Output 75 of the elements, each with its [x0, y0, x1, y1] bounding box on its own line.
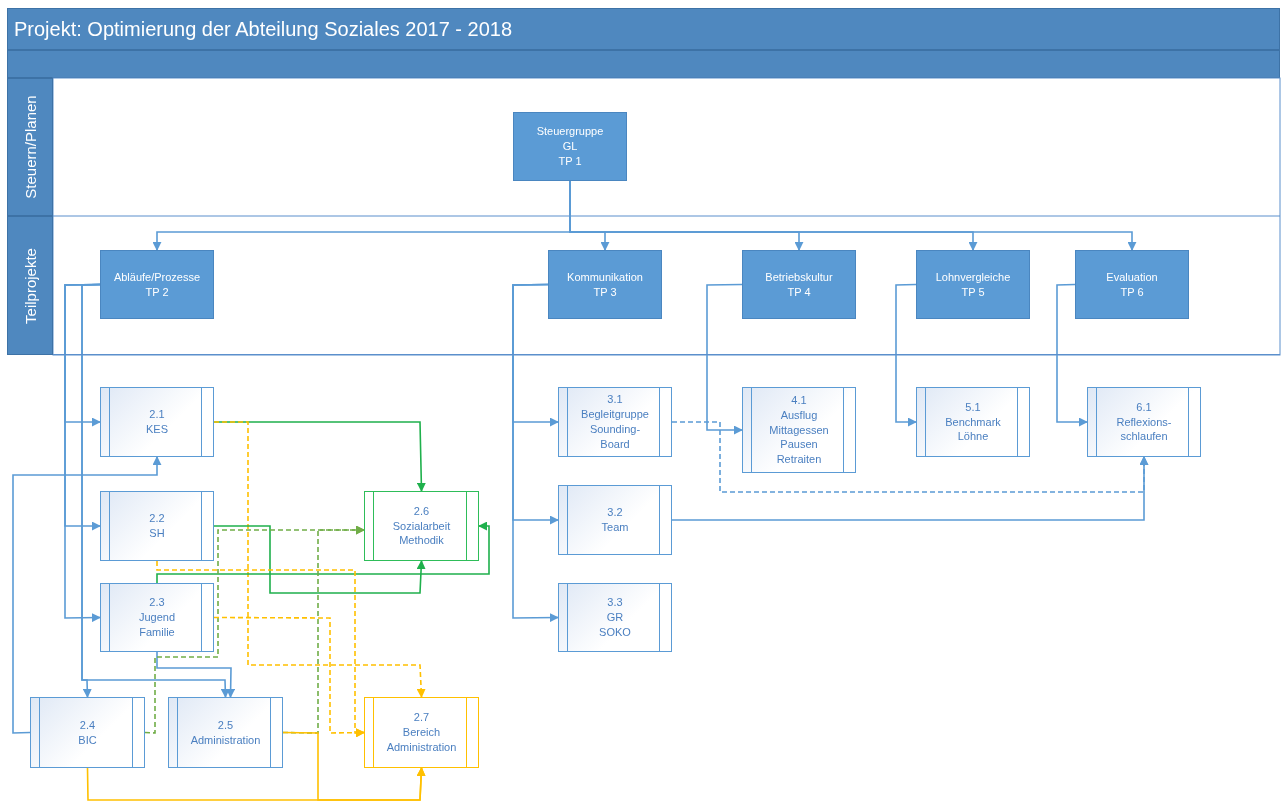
box-label: 2.1: [149, 407, 165, 422]
subprocess-box: [100, 387, 214, 457]
process-box: [742, 250, 856, 319]
box-label: 2.4: [79, 717, 96, 733]
box-label: 3.1: [607, 392, 623, 408]
subprocess-box: [558, 485, 672, 555]
box-label: Administration: [190, 732, 261, 748]
connector-arrow: [512, 283, 559, 623]
subprocess-box: [558, 387, 672, 457]
connector-arrow: [706, 283, 743, 435]
connector-arrow: [671, 456, 1149, 521]
box-label: TP 6: [1120, 284, 1144, 300]
box-label: 5.1: [965, 399, 981, 415]
box-label: 2.3: [149, 595, 165, 611]
connector-arrow: [213, 421, 426, 698]
box-label: Ausflug Mittagessen Pausen Retraiten: [769, 407, 829, 468]
box-label: Begleitgruppe Sounding-Board: [581, 407, 649, 452]
box-label: TP 3: [593, 284, 617, 300]
box-label: Abläufe/Prozesse: [113, 269, 201, 285]
subprocess-box: [364, 491, 479, 561]
connector-arrow: [12, 456, 162, 734]
box-label: TP 1: [558, 153, 582, 169]
box-label: Team: [601, 520, 629, 535]
box-label: 3.3: [607, 595, 623, 611]
box-label: Lohnvergleiche: [935, 269, 1011, 285]
box-label: Steuergruppe: [536, 124, 604, 140]
connector-arrow: [213, 525, 426, 594]
box-label: TP 5: [961, 284, 985, 300]
box-label: KES: [146, 422, 168, 437]
box-label: TP 2: [145, 284, 169, 300]
box-label: Benchmark Löhne: [945, 414, 1001, 445]
box-label: 2.7: [413, 710, 430, 726]
lane-label: Steuern/Planen: [21, 95, 39, 199]
box-label: Kommunikation: [567, 269, 643, 285]
connector-arrow: [213, 616, 365, 738]
connector-arrow: [64, 283, 101, 623]
box-label: TP 4: [787, 284, 811, 300]
subprocess-box: [916, 387, 1030, 457]
box-label: Sozialarbeit Methodik: [392, 518, 451, 549]
process-box: [100, 250, 214, 319]
process-box: [1075, 250, 1189, 319]
subprocess-box: [364, 697, 479, 768]
box-label: 2.2: [149, 511, 165, 526]
connector-arrow: [282, 731, 426, 801]
process-box: [548, 250, 662, 319]
box-label: BIC: [78, 732, 97, 748]
diagram-title: Projekt: Optimierung der Abteilung Soziales 2017 - 2018: [14, 18, 513, 41]
box-label: 2.5: [217, 717, 234, 733]
connector-arrow: [156, 521, 490, 584]
subprocess-box: [742, 387, 856, 473]
box-label: Bereich Administration: [386, 725, 457, 755]
subprocess-box: [168, 697, 283, 768]
subprocess-box: [100, 491, 214, 561]
subprocess-box: [30, 697, 145, 768]
subprocess-box: [100, 583, 214, 652]
box-label: 2.6: [413, 503, 430, 519]
box-label: GL: [562, 139, 578, 154]
box-label: Evaluation: [1106, 269, 1158, 285]
process-box: [916, 250, 1030, 319]
box-label: 4.1: [791, 392, 807, 408]
subprocess-box: [558, 583, 672, 652]
box-label: SH: [149, 526, 165, 541]
connector-arrow: [156, 651, 236, 698]
lane-label: Teilprojekte: [21, 247, 39, 324]
connector-arrow: [81, 283, 230, 698]
box-label: Reflexions-schlaufen: [1116, 414, 1172, 445]
subprocess-box: [1087, 387, 1201, 457]
box-label: Jugend Familie: [138, 610, 176, 640]
box-label: 6.1: [1136, 399, 1152, 415]
connector-arrow: [1056, 283, 1088, 427]
box-label: Betriebskultur: [765, 269, 833, 285]
box-label: GR SOKO: [599, 610, 631, 640]
box-label: 3.2: [607, 505, 623, 520]
process-box: [513, 112, 627, 181]
connector-arrow: [895, 283, 917, 427]
